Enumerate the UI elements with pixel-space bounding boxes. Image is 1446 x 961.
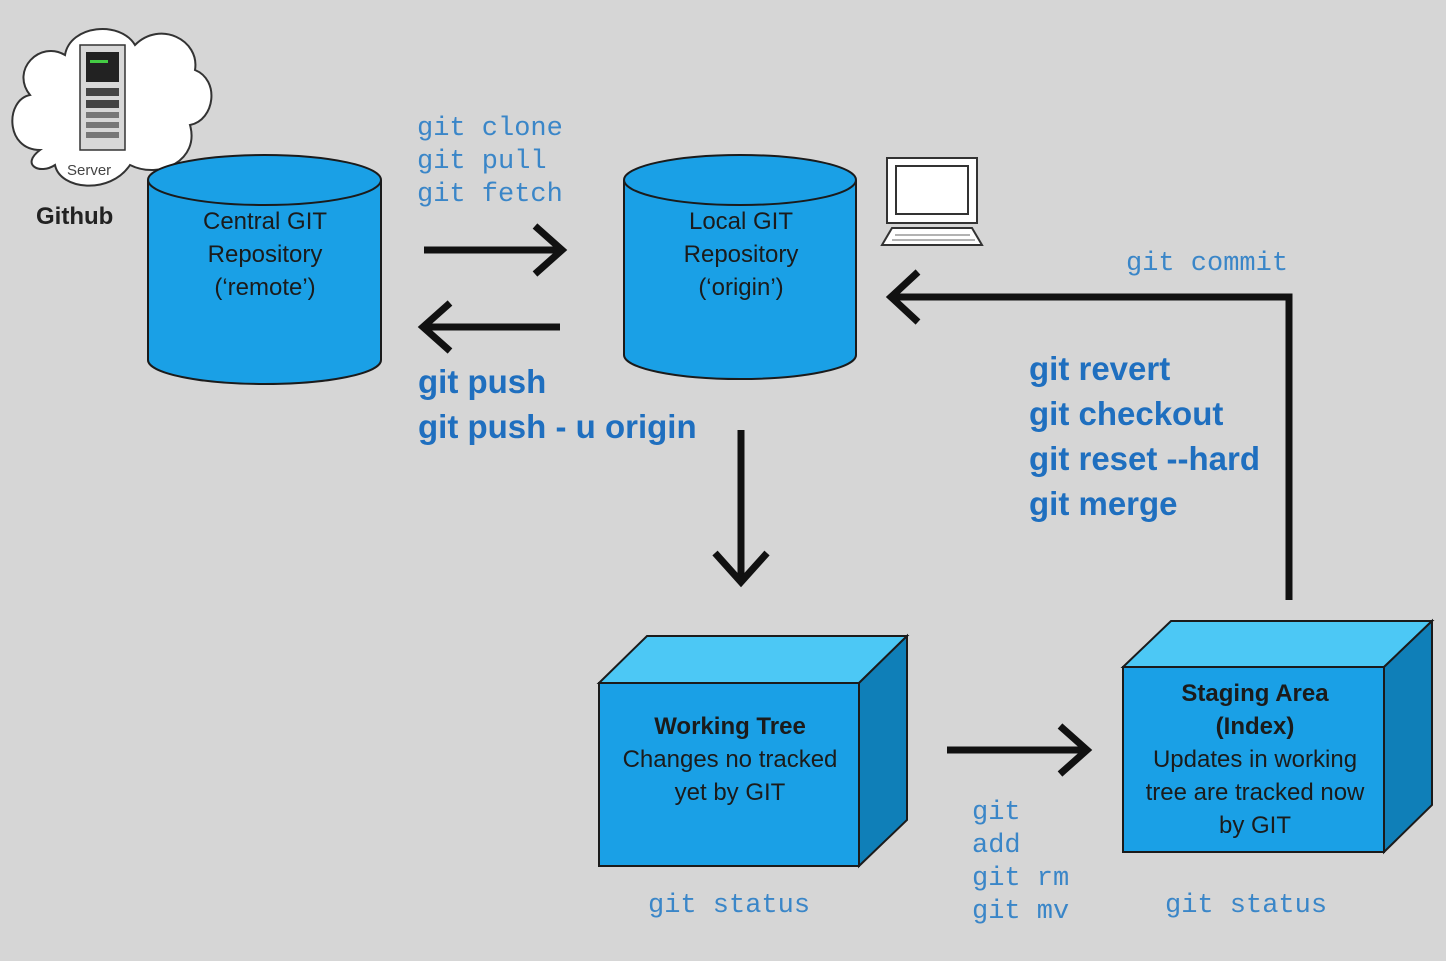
server-tower-icon bbox=[79, 44, 126, 151]
staging-area-box bbox=[1120, 618, 1435, 855]
command-git-push-u-origin: git push - u origin bbox=[418, 408, 697, 445]
add-commands: git add git rm git mv bbox=[972, 797, 1069, 929]
command-git-pull: git pull bbox=[417, 147, 547, 177]
desktop-computer-icon bbox=[880, 157, 984, 246]
fetch-commands: git clone git pull git fetch bbox=[417, 113, 563, 212]
command-git-checkout: git checkout bbox=[1029, 395, 1224, 432]
local-repo-line: (‘origin’) bbox=[698, 274, 784, 301]
staging-area-title: (Index) bbox=[1215, 713, 1295, 740]
command-add: add bbox=[972, 831, 1021, 861]
working-tree-label: Working Tree Changes no tracked yet by G… bbox=[623, 710, 838, 809]
command-git-merge: git merge bbox=[1029, 485, 1178, 522]
command-git-rm: git rm bbox=[972, 864, 1070, 894]
github-label: Github bbox=[36, 203, 114, 230]
command-git-revert: git revert bbox=[1029, 350, 1171, 387]
arrow-clone-pull-fetch bbox=[424, 223, 568, 277]
working-tree-line: Changes no tracked bbox=[622, 746, 838, 773]
staging-area-label: Staging Area (Index) Updates in working … bbox=[1146, 677, 1365, 842]
command-git-reset-hard: git reset --hard bbox=[1029, 440, 1261, 477]
command-git: git bbox=[972, 798, 1021, 828]
command-git-commit: git commit bbox=[1126, 249, 1289, 279]
push-commands: git push git push - u origin bbox=[418, 359, 697, 449]
central-repo-line: (‘remote’) bbox=[214, 274, 316, 301]
working-tree-title: Working Tree bbox=[654, 713, 806, 740]
arrow-checkout-down bbox=[712, 430, 770, 588]
central-repo-line: Repository bbox=[207, 241, 323, 268]
command-git-mv: git mv bbox=[972, 897, 1070, 927]
staging-area-line: by GIT bbox=[1218, 812, 1291, 839]
arrow-commit bbox=[885, 269, 1293, 600]
staging-area-status: git status bbox=[1165, 891, 1328, 921]
local-repo-line: Repository bbox=[683, 241, 799, 268]
staging-area-title: Staging Area bbox=[1181, 680, 1329, 707]
revert-commands: git revert git checkout git reset --hard… bbox=[1029, 346, 1260, 526]
arrow-push bbox=[417, 300, 560, 354]
arrow-add bbox=[947, 723, 1093, 777]
working-tree-box bbox=[596, 633, 910, 869]
staging-area-line: Updates in working bbox=[1152, 746, 1358, 773]
central-repo-line: Central GIT bbox=[202, 208, 328, 235]
local-repo-line: Local GIT bbox=[688, 208, 794, 235]
central-repo-label: Central GIT Repository (‘remote’) bbox=[203, 205, 327, 304]
command-git-push: git push bbox=[418, 363, 547, 400]
staging-area-line: tree are tracked now bbox=[1145, 779, 1365, 806]
working-tree-line: yet by GIT bbox=[674, 779, 786, 806]
local-repo-cylinder bbox=[623, 154, 857, 380]
command-git-fetch: git fetch bbox=[417, 180, 563, 210]
command-git-clone: git clone bbox=[417, 114, 563, 144]
server-label: Server bbox=[67, 162, 112, 179]
working-tree-status: git status bbox=[648, 891, 811, 921]
local-repo-label: Local GIT Repository (‘origin’) bbox=[684, 205, 799, 304]
central-repo-cylinder bbox=[147, 154, 382, 385]
